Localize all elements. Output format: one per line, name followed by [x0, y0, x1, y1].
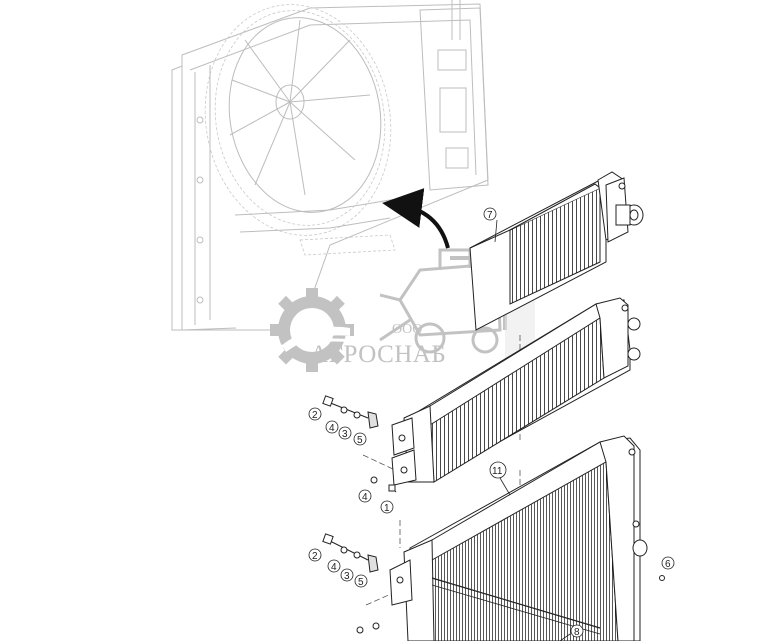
callout-5-upper: 5: [357, 435, 363, 446]
callout-5-lower: 5: [358, 577, 364, 588]
assembly-direction-arrow: [382, 188, 450, 249]
callout-4-mid: 4: [362, 492, 368, 503]
radiator-bottom-item-11: [389, 435, 648, 641]
callout-8: 8: [574, 627, 580, 638]
callout-1: 1: [384, 503, 390, 514]
fastener-group-upper: [322, 395, 379, 429]
radiator-top-item-7: [469, 171, 644, 331]
callout-4-upper: 4: [329, 423, 335, 434]
gear-logo-icon: [270, 288, 363, 372]
fastener-group-mid: [370, 476, 397, 493]
callout-6: 6: [665, 559, 671, 570]
callout-7: 7: [487, 210, 493, 221]
watermark-brand: АГРОСНАБ: [310, 341, 446, 368]
callout-2-upper: 2: [312, 410, 318, 421]
fan-shroud-ghost: [171, 0, 489, 331]
callout-11: 11: [492, 466, 503, 477]
callout-2-lower: 2: [312, 551, 318, 562]
callout-3-lower: 3: [344, 571, 350, 582]
callouts: 7 11 8 6 2 4 3 5 4 1 2 4 3 5: [308, 207, 675, 641]
callout-3-upper: 3: [342, 429, 348, 440]
radiator-middle: [391, 297, 641, 486]
watermark-prefix: ООО: [392, 322, 422, 337]
fastener-group-lower: [322, 533, 665, 634]
callout-4-lower: 4: [331, 562, 337, 573]
